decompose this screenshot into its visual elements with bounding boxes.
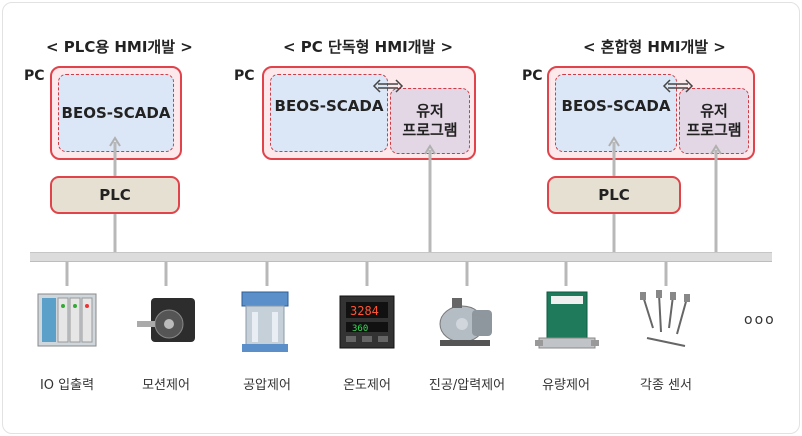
plc-box: PLC	[547, 176, 681, 214]
user-program-label-line2: 프로그램	[686, 121, 742, 139]
user-program-label-line1: 유저	[700, 102, 728, 120]
scada-box: BEOS-SCADA	[555, 74, 677, 152]
pc-box: BEOS-SCADA 유저 프로그램	[547, 66, 755, 160]
device-label-motion: 모션제어	[142, 378, 190, 393]
title-pc-standalone-hmi: < PC 단독형 HMI개발 >	[283, 38, 454, 56]
device-label-sensors: 각종 센서	[640, 378, 692, 393]
scada-label: BEOS-SCADA	[561, 97, 671, 115]
plc-box: PLC	[50, 176, 180, 214]
svg-text:360: 360	[352, 324, 368, 334]
title-plc-hmi: < PLC용 HMI개발 >	[46, 38, 193, 56]
pneumatic-cylinder-icon	[241, 291, 289, 352]
scada-label: BEOS-SCADA	[274, 97, 384, 115]
pc-box: BEOS-SCADA 유저 프로그램	[262, 66, 476, 160]
network-bus	[30, 252, 772, 262]
arrow-up-icon	[608, 136, 620, 147]
vacuum-pump-icon	[439, 298, 492, 346]
user-program-box: 유저 프로그램	[390, 88, 470, 154]
title-hybrid-hmi: < 혼합형 HMI개발 >	[583, 38, 726, 56]
scada-label: BEOS-SCADA	[61, 104, 171, 122]
servo-motor-icon	[137, 298, 195, 342]
plc-label: PLC	[598, 186, 630, 204]
more-devices-indicator: ooo	[744, 312, 776, 328]
device-label-pneumatic: 공압제어	[243, 378, 291, 393]
device-label-temperature: 온도제어	[343, 378, 391, 393]
scada-box: BEOS-SCADA	[270, 74, 388, 152]
plc-label: PLC	[99, 186, 131, 204]
io-module-icon	[37, 293, 97, 347]
device-drop-lines	[65, 262, 668, 286]
sensors-icon	[640, 290, 690, 347]
pc-label: PC	[522, 68, 543, 84]
device-label-vacuum-pressure: 진공/압력제어	[428, 378, 506, 393]
svg-text:3284: 3284	[350, 304, 379, 318]
bidirectional-arrow-icon	[662, 79, 694, 93]
device-label-flow: 유량제어	[542, 378, 590, 393]
user-program-box: 유저 프로그램	[679, 88, 749, 154]
arrow-up-icon	[424, 144, 436, 155]
arrow-up-icon	[109, 136, 121, 147]
bidirectional-arrow-icon	[372, 79, 404, 93]
temperature-controller-icon: 3284 360	[339, 295, 395, 349]
flow-controller-icon	[535, 291, 599, 349]
device-label-io: IO 입출력	[39, 378, 95, 393]
scada-box: BEOS-SCADA	[58, 74, 174, 152]
user-program-label-line1: 유저	[416, 102, 444, 120]
pc-label: PC	[24, 68, 45, 84]
arrow-up-icon	[710, 144, 722, 155]
pc-label: PC	[234, 68, 255, 84]
user-program-label-line2: 프로그램	[402, 121, 458, 139]
